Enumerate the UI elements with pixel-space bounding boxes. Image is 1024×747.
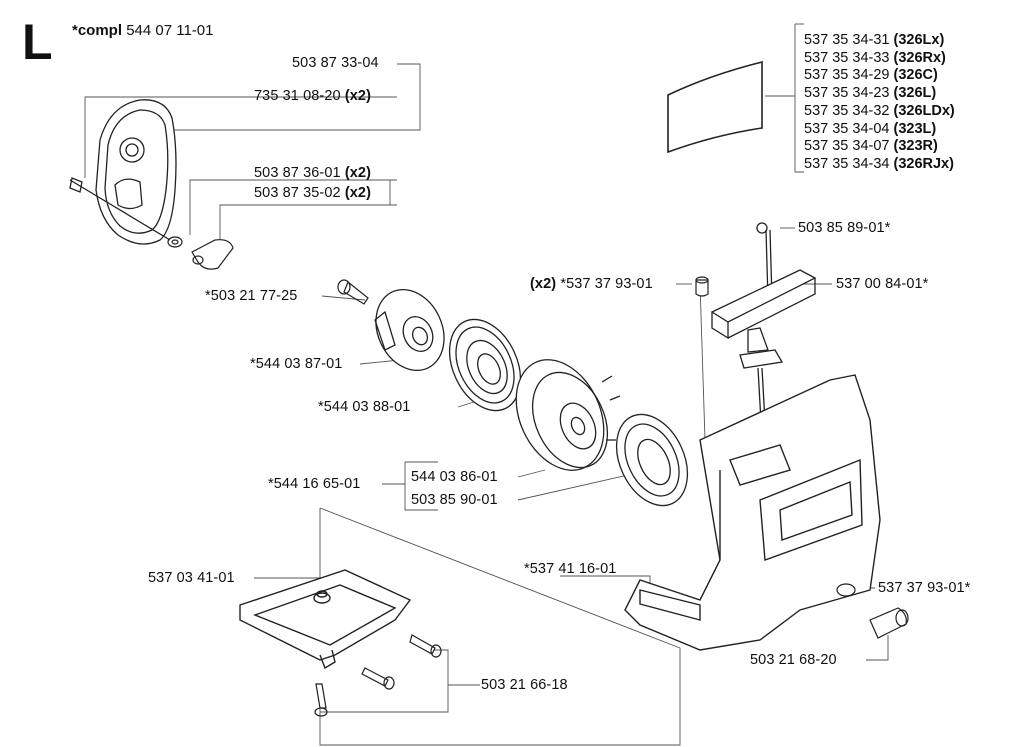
label-p8: *544 16 65-01 xyxy=(268,476,361,492)
label-p10: 503 85 90-01 xyxy=(411,492,498,508)
pawl-part xyxy=(191,239,234,270)
label-p14: 503 85 89-01* xyxy=(798,220,891,236)
decal-row: 537 35 34-32 (326LDx) xyxy=(804,103,955,121)
spring-cassette xyxy=(448,318,522,412)
decal-model: (326Lx) xyxy=(893,32,945,48)
decal-part: 537 35 34-32 xyxy=(804,102,890,119)
compl-part: 544 07 11-01 xyxy=(126,22,214,39)
decal-row: 537 35 34-07 (323R) xyxy=(804,138,955,156)
decal-model: (326L) xyxy=(893,85,937,102)
label-p9: 544 03 86-01 xyxy=(411,469,498,485)
decal-row: 537 35 34-04 (323L) xyxy=(804,121,955,139)
label-p3-part: 503 87 36-01 xyxy=(254,165,341,181)
decal-part: 537 35 34-34 xyxy=(804,155,890,172)
label-p1: 503 87 33-04 xyxy=(292,55,379,71)
decal-row: 537 35 34-23 (326L) xyxy=(804,85,955,103)
starter-cover-plate xyxy=(69,99,177,245)
decal-row: 537 35 34-31 (326Lx) xyxy=(804,32,955,50)
label-p5: *503 21 77-25 xyxy=(205,288,298,304)
sleeve-537-37-93-01-right xyxy=(836,583,856,597)
label-p18: 503 21 68-20 xyxy=(750,652,837,668)
label-p11: 537 03 41-01 xyxy=(148,570,235,586)
decal-row: 537 35 34-29 (326C) xyxy=(804,67,955,85)
decal-row: 537 35 34-34 (326RJx) xyxy=(804,156,955,174)
complete-assembly-label: *compl 544 07 11-01 xyxy=(72,22,214,39)
label-p4-part: 503 87 35-02 xyxy=(254,185,341,201)
decal-part: 537 35 34-33 xyxy=(804,49,890,66)
decal-part: 537 35 34-31 xyxy=(804,32,890,48)
label-p2: 735 31 08-20 (x2) xyxy=(254,88,371,105)
decal-model: (326C) xyxy=(893,67,938,84)
compl-prefix: *compl xyxy=(72,22,123,39)
decal-model: (326Rx) xyxy=(893,49,946,66)
decal-model: (323R) xyxy=(893,138,938,155)
spring-clip xyxy=(167,236,183,248)
pulley xyxy=(374,288,445,372)
bracket-plate xyxy=(239,569,412,670)
label-p6: *544 03 87-01 xyxy=(250,356,343,372)
label-p16: *537 41 16-01 xyxy=(524,561,617,577)
rope-pulley xyxy=(515,359,621,471)
decal-part-list: 537 35 34-31 (326Lx) 537 35 34-33 (326Rx… xyxy=(804,32,955,174)
label-p2-part: 735 31 08-20 xyxy=(254,88,341,104)
decal-model: (326RJx) xyxy=(893,155,954,172)
decal-part: 537 35 34-07 xyxy=(804,138,890,155)
label-p13-qty: (x2) xyxy=(530,276,557,292)
decal-part: 537 35 34-23 xyxy=(804,85,890,102)
screw-503-21-77-25 xyxy=(337,279,369,305)
decal-sticker xyxy=(667,60,763,154)
label-p4: 503 87 35-02 (x2) xyxy=(254,185,371,202)
decal-model: (323L) xyxy=(893,120,937,137)
label-p7: *544 03 88-01 xyxy=(318,399,411,415)
label-p12: 503 21 66-18 xyxy=(481,677,568,693)
decal-row: 537 35 34-33 (326Rx) xyxy=(804,50,955,68)
label-p15: 537 00 84-01* xyxy=(836,276,929,292)
label-p13-part: *537 37 93-01 xyxy=(560,276,653,292)
screws-503-21-66-18 xyxy=(314,634,442,717)
starter-housing xyxy=(624,374,881,651)
decal-part: 537 35 34-04 xyxy=(804,120,890,137)
label-p4-qty: (x2) xyxy=(344,185,371,201)
decal-model: (326LDx) xyxy=(893,102,955,119)
bolt-503-21-68-20 xyxy=(869,607,909,639)
label-p17: 537 37 93-01* xyxy=(878,580,971,596)
sleeve-537-37-93-01 xyxy=(695,276,709,297)
decal-part: 537 35 34-29 xyxy=(804,67,890,84)
label-p13: (x2) *537 37 93-01 xyxy=(530,276,653,293)
label-p2-qty: (x2) xyxy=(344,88,371,104)
label-p3: 503 87 36-01 (x2) xyxy=(254,165,371,182)
recoil-spring xyxy=(615,413,689,507)
section-letter: L xyxy=(22,14,53,70)
label-p3-qty: (x2) xyxy=(344,165,371,181)
